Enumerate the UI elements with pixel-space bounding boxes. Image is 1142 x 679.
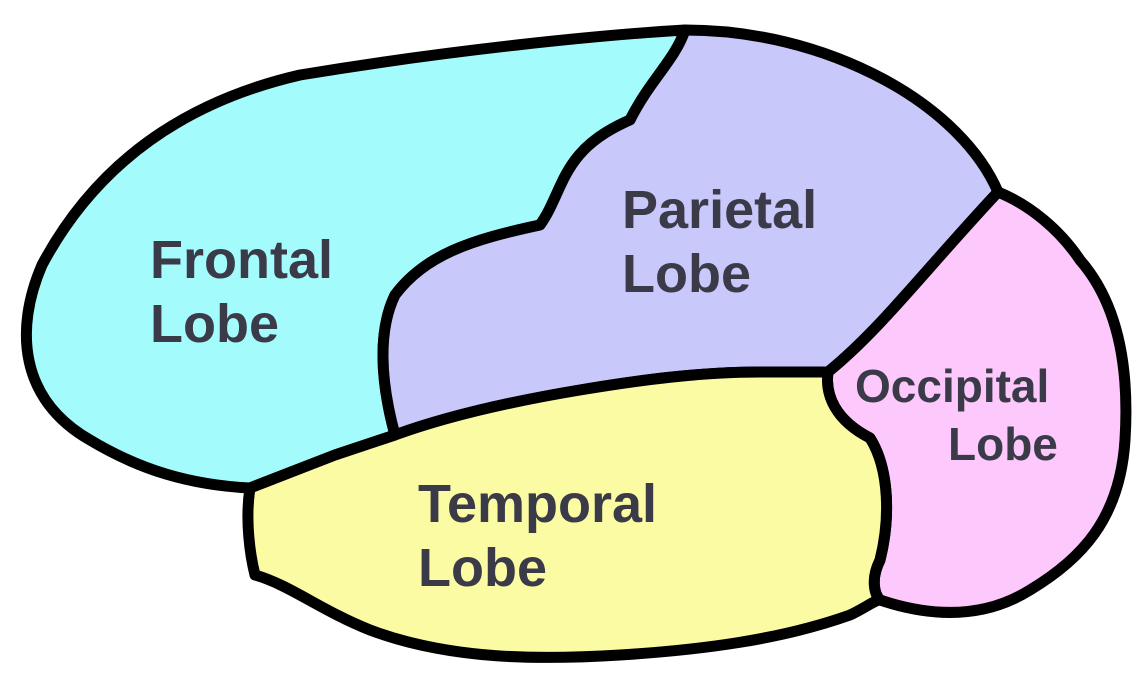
frontal-lobe-label-line1: Frontal	[150, 230, 333, 290]
occipital-lobe-label-line2: Lobe	[948, 418, 1058, 470]
frontal-lobe-label-line2: Lobe	[150, 294, 279, 354]
occipital-lobe-label-line1: Occipital	[855, 360, 1049, 412]
parietal-lobe-label-line2: Lobe	[622, 244, 751, 304]
parietal-lobe-label-line1: Parietal	[622, 180, 817, 240]
temporal-lobe-label-line1: Temporal	[418, 474, 657, 534]
temporal-lobe-label-line2: Lobe	[418, 538, 547, 598]
